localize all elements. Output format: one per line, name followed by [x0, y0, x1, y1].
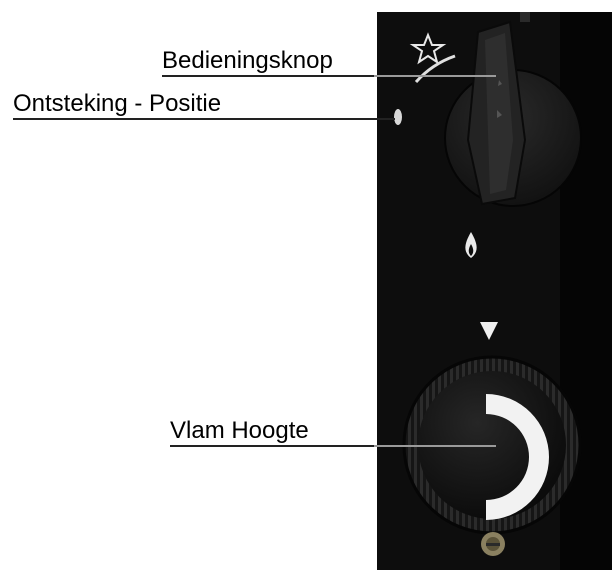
- star-icon: [409, 32, 447, 65]
- label-control-knob: Bedieningsknop: [162, 47, 333, 74]
- leader-flame-height-inner: [374, 445, 496, 447]
- flame-level-arc: [486, 394, 549, 520]
- position-arc: [414, 54, 456, 83]
- control-knob[interactable]: [444, 20, 582, 207]
- mounting-screw: [481, 532, 505, 556]
- leader-ignition-position: [13, 118, 395, 120]
- ignition-indicator-icon: [394, 109, 402, 125]
- leader-control-knob: [162, 75, 374, 77]
- pointer-triangle-icon: [480, 322, 498, 340]
- leader-flame-height: [170, 445, 374, 447]
- flame-icon: [465, 232, 477, 258]
- label-flame-height: Vlam Hoogte: [170, 417, 309, 444]
- leader-control-knob-inner: [374, 75, 496, 77]
- label-ignition-position: Ontsteking - Positie: [13, 90, 222, 117]
